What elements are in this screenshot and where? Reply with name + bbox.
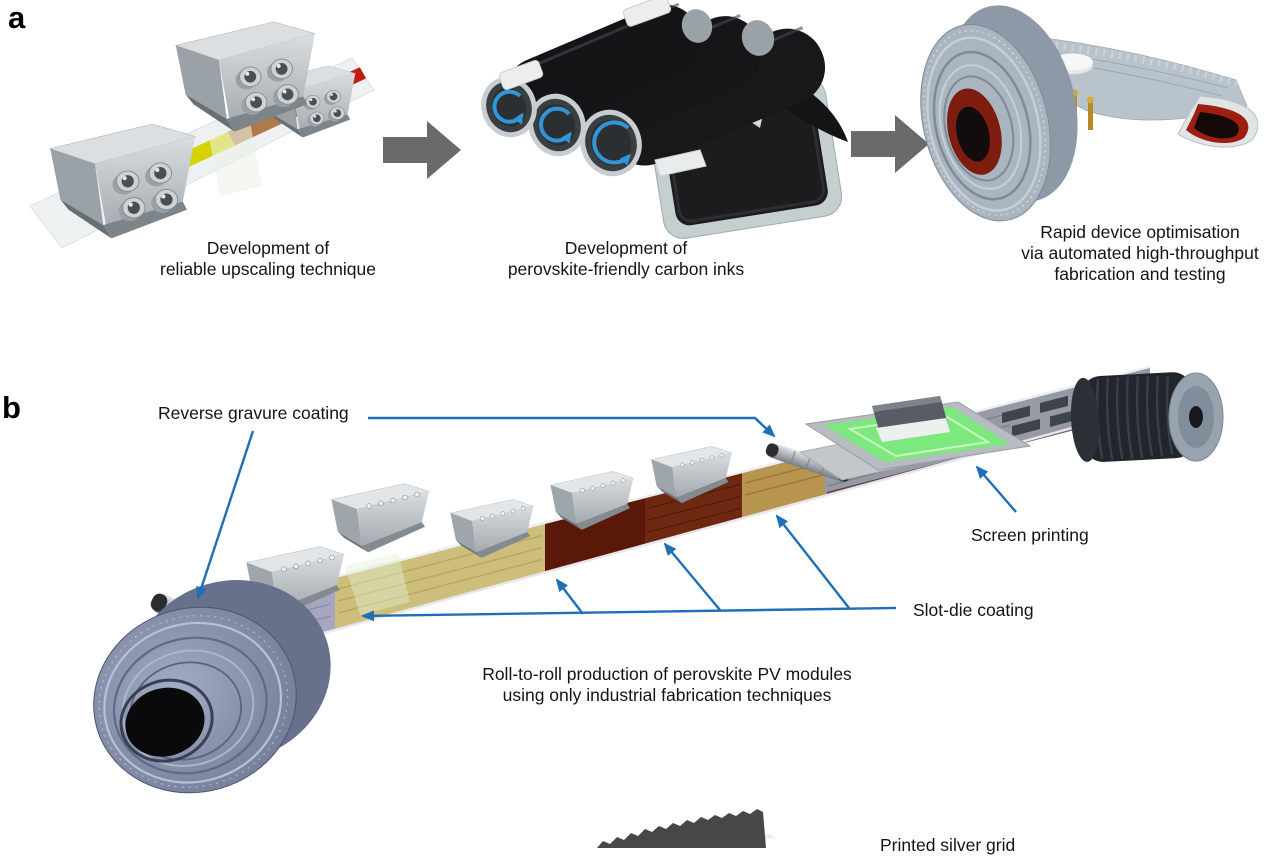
label-screen-printing: Screen printing [971,525,1089,545]
flow-arrow-icon [851,115,929,173]
flexible-module-roll-illustration [920,5,1259,222]
caption-roll-to-roll: Roll-to-roll production of perovskite PV… [482,664,852,705]
panel-a-letter: a [8,0,26,35]
arrow-slot-die-2 [663,542,721,611]
annotation-arrows [196,416,1017,622]
carbon-ink-mill-illustration [481,0,848,239]
panel-b-letter: b [2,390,21,425]
flow-arrow-icon [383,121,461,179]
label-reverse-gravure-coating: Reverse gravure coating [158,403,349,423]
label-slot-die-coating: Slot-die coating [913,600,1034,620]
arrow-slot-die-3 [775,514,850,609]
slot-die-head [330,483,430,553]
caption-carbon-inks: Development of perovskite-friendly carbo… [507,238,745,279]
rotation-arrow-icon [492,89,632,166]
arrow-screen-printing [975,465,1017,513]
screen-printing-unit [798,396,1032,481]
arrow-slot-die-1 [555,578,584,615]
roll-to-roll-line-illustration [93,365,1224,794]
rewind-roll [1070,372,1224,462]
arrow-reverse-gravure-1 [196,430,255,600]
caption-upscaling: Development of reliable upscaling techni… [160,238,376,279]
unwind-roll [93,580,331,794]
caption-rapid-optimisation: Rapid device optimisation via automated … [1021,222,1259,284]
arrow-slot-die-main [361,606,897,622]
arrow-reverse-gravure-2 [368,416,776,438]
panel-c-partial-illustration [597,809,776,848]
label-printed-silver-grid-partial: Printed silver grid [880,835,1016,855]
upscaling-coater-illustration [29,21,375,249]
